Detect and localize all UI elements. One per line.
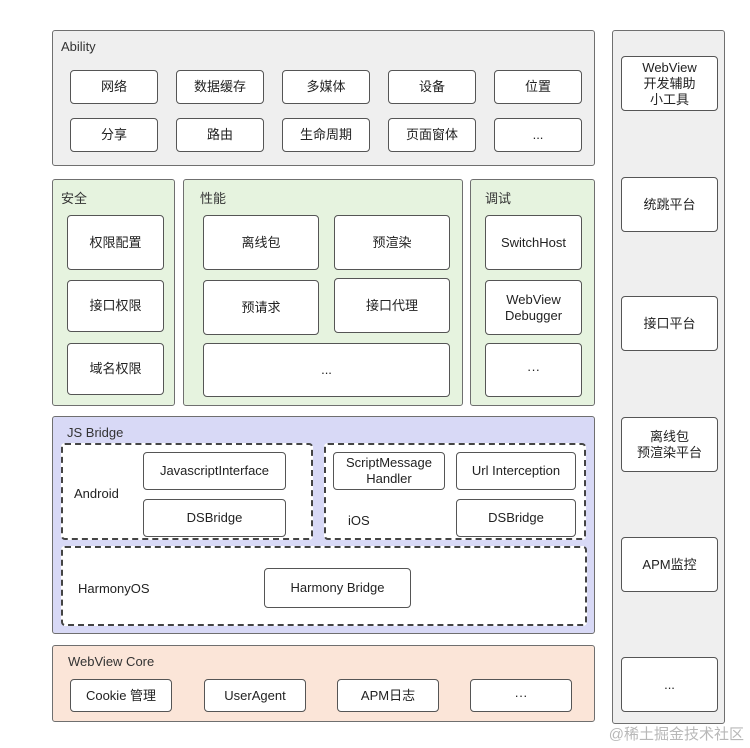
- harmony-bridge-item: Harmony Bridge: [264, 568, 411, 608]
- core-item: APM日志: [337, 679, 439, 712]
- jsbridge-title: JS Bridge: [67, 425, 124, 440]
- android-bridge-item: JavascriptInterface: [143, 452, 286, 490]
- core-item: ···: [470, 679, 572, 712]
- ability-item: 数据缓存: [176, 70, 264, 104]
- performance-title: 性能: [200, 191, 227, 206]
- tools-panel: WebView 开发辅助 小工具 统跳平台 接口平台 离线包 预渲染平台 APM…: [612, 30, 725, 724]
- debug-item: WebView Debugger: [485, 280, 582, 335]
- ios-bridge-item: ScriptMessage Handler: [333, 452, 445, 490]
- ios-group: ScriptMessage Handler Url Interception i…: [324, 443, 586, 540]
- debug-panel: 调试 SwitchHost WebView Debugger ···: [470, 179, 595, 406]
- ability-item: 多媒体: [282, 70, 370, 104]
- android-label: Android: [74, 486, 119, 501]
- tool-item: 离线包 预渲染平台: [621, 417, 718, 472]
- performance-item: 离线包: [203, 215, 319, 270]
- security-item: 权限配置: [67, 215, 164, 270]
- ability-item: ...: [494, 118, 582, 152]
- debug-item: ···: [485, 343, 582, 397]
- ability-item: 设备: [388, 70, 476, 104]
- core-panel: WebView Core Cookie 管理 UserAgent APM日志 ·…: [52, 645, 595, 722]
- ability-item: 路由: [176, 118, 264, 152]
- performance-item: 预渲染: [334, 215, 450, 270]
- debug-item: SwitchHost: [485, 215, 582, 270]
- core-title: WebView Core: [68, 654, 155, 669]
- ability-item: 分享: [70, 118, 158, 152]
- ability-item: 网络: [70, 70, 158, 104]
- core-item: Cookie 管理: [70, 679, 172, 712]
- ability-panel: Ability 网络 数据缓存 多媒体 设备 位置 分享 路由 生命周期 页面窗…: [52, 30, 595, 166]
- ability-item: 生命周期: [282, 118, 370, 152]
- tool-item: APM监控: [621, 537, 718, 592]
- performance-item: ...: [203, 343, 450, 397]
- debug-title: 调试: [485, 191, 512, 206]
- watermark: @稀土掘金技术社区: [608, 726, 744, 743]
- security-panel: 安全 权限配置 接口权限 域名权限: [52, 179, 175, 406]
- ability-title: Ability: [61, 39, 96, 54]
- ability-item: 页面窗体: [388, 118, 476, 152]
- harmony-group: HarmonyOS Harmony Bridge: [61, 546, 587, 626]
- android-group: Android JavascriptInterface DSBridge: [61, 443, 313, 540]
- tool-item: 接口平台: [621, 296, 718, 351]
- performance-item: 接口代理: [334, 278, 450, 333]
- ability-item: 位置: [494, 70, 582, 104]
- jsbridge-panel: JS Bridge Android JavascriptInterface DS…: [52, 416, 595, 634]
- ios-bridge-item: DSBridge: [456, 499, 576, 537]
- performance-panel: 性能 离线包 预渲染 预请求 接口代理 ...: [183, 179, 463, 406]
- tool-item: 统跳平台: [621, 177, 718, 232]
- performance-item: 预请求: [203, 280, 319, 335]
- security-item: 接口权限: [67, 280, 164, 332]
- ios-bridge-item: Url Interception: [456, 452, 576, 490]
- android-bridge-item: DSBridge: [143, 499, 286, 537]
- ios-label: iOS: [348, 513, 370, 528]
- security-title: 安全: [61, 191, 88, 206]
- tool-item: WebView 开发辅助 小工具: [621, 56, 718, 111]
- security-item: 域名权限: [67, 343, 164, 395]
- core-item: UserAgent: [204, 679, 306, 712]
- harmony-label: HarmonyOS: [78, 581, 150, 596]
- tool-item: ...: [621, 657, 718, 712]
